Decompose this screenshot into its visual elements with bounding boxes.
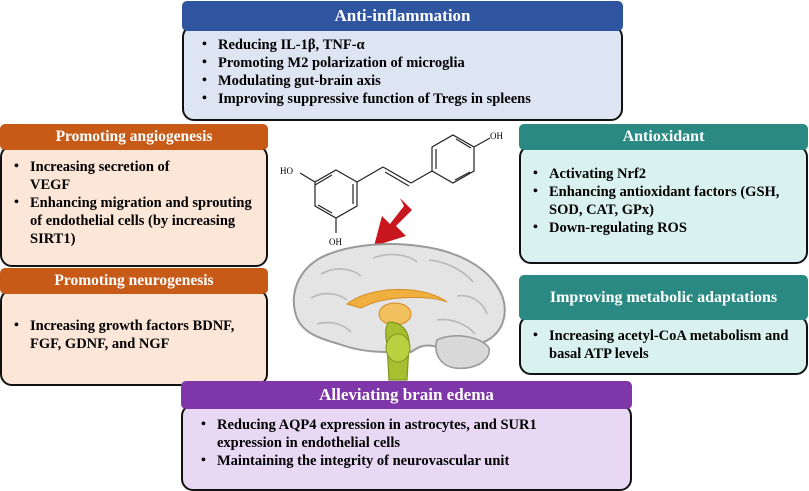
list-item: Increasing secretion of VEGF bbox=[10, 158, 190, 194]
list-item: Down-regulating ROS bbox=[529, 219, 806, 237]
metabolic-panel: Improving metabolic adaptations Increasi… bbox=[519, 275, 808, 375]
anti-inflammation-body: Reducing IL-1β, TNF-α Promoting M2 polar… bbox=[182, 25, 623, 121]
list-item: Increasing growth factors BDNF, FGF, GDN… bbox=[10, 317, 255, 353]
neurogenesis-body: Increasing growth factors BDNF, FGF, GDN… bbox=[0, 289, 268, 386]
metabolic-title: Improving metabolic adaptations bbox=[519, 275, 808, 320]
brain-edema-panel: Alleviating brain edema Reducing AQP4 ex… bbox=[181, 381, 632, 491]
anti-inflammation-panel: Anti-inflammation Reducing IL-1β, TNF-α … bbox=[182, 1, 623, 121]
list-item: Activating Nrf2 bbox=[529, 165, 806, 183]
hydroxyl-label: OH bbox=[490, 131, 503, 141]
angiogenesis-title: Promoting angiogenesis bbox=[0, 124, 268, 150]
neurogenesis-title: Promoting neurogenesis bbox=[0, 268, 268, 294]
brain-edema-body: Reducing AQP4 expression in astrocytes, … bbox=[181, 404, 632, 491]
red-down-arrow-icon bbox=[374, 198, 412, 246]
antioxidant-panel: Antioxidant Activating Nrf2 Enhancing an… bbox=[519, 124, 808, 264]
angiogenesis-body: Increasing secretion of VEGF Enhancing m… bbox=[0, 145, 268, 267]
list-item: Improving suppressive function of Tregs … bbox=[198, 90, 621, 108]
resveratrol-structure-icon: HO OH OH bbox=[280, 131, 503, 247]
antioxidant-body: Activating Nrf2 Enhancing antioxidant fa… bbox=[519, 145, 808, 264]
hydroxyl-label: OH bbox=[329, 237, 342, 247]
list-item: Reducing AQP4 expression in astrocytes, … bbox=[197, 416, 597, 452]
list-item: Modulating gut-brain axis bbox=[198, 72, 621, 90]
list-item: Reducing IL-1β, TNF-α bbox=[198, 36, 621, 54]
antioxidant-title: Antioxidant bbox=[519, 124, 808, 150]
hydroxyl-label: HO bbox=[280, 166, 293, 176]
angiogenesis-panel: Promoting angiogenesis Increasing secret… bbox=[0, 124, 268, 267]
list-item: Increasing acetyl-CoA metabolism and bas… bbox=[529, 327, 804, 363]
list-item: Enhancing antioxidant factors (GSH, SOD,… bbox=[529, 183, 789, 219]
list-item: Enhancing migration and sprouting of end… bbox=[10, 194, 266, 248]
anti-inflammation-title: Anti-inflammation bbox=[182, 1, 623, 31]
brain-edema-title: Alleviating brain edema bbox=[181, 381, 632, 409]
list-item: Maintaining the integrity of neurovascul… bbox=[197, 452, 630, 470]
metabolic-body: Increasing acetyl-CoA metabolism and bas… bbox=[519, 315, 808, 375]
neurogenesis-panel: Promoting neurogenesis Increasing growth… bbox=[0, 268, 268, 386]
list-item: Promoting M2 polarization of microglia bbox=[198, 54, 621, 72]
brain-icon bbox=[292, 243, 506, 381]
